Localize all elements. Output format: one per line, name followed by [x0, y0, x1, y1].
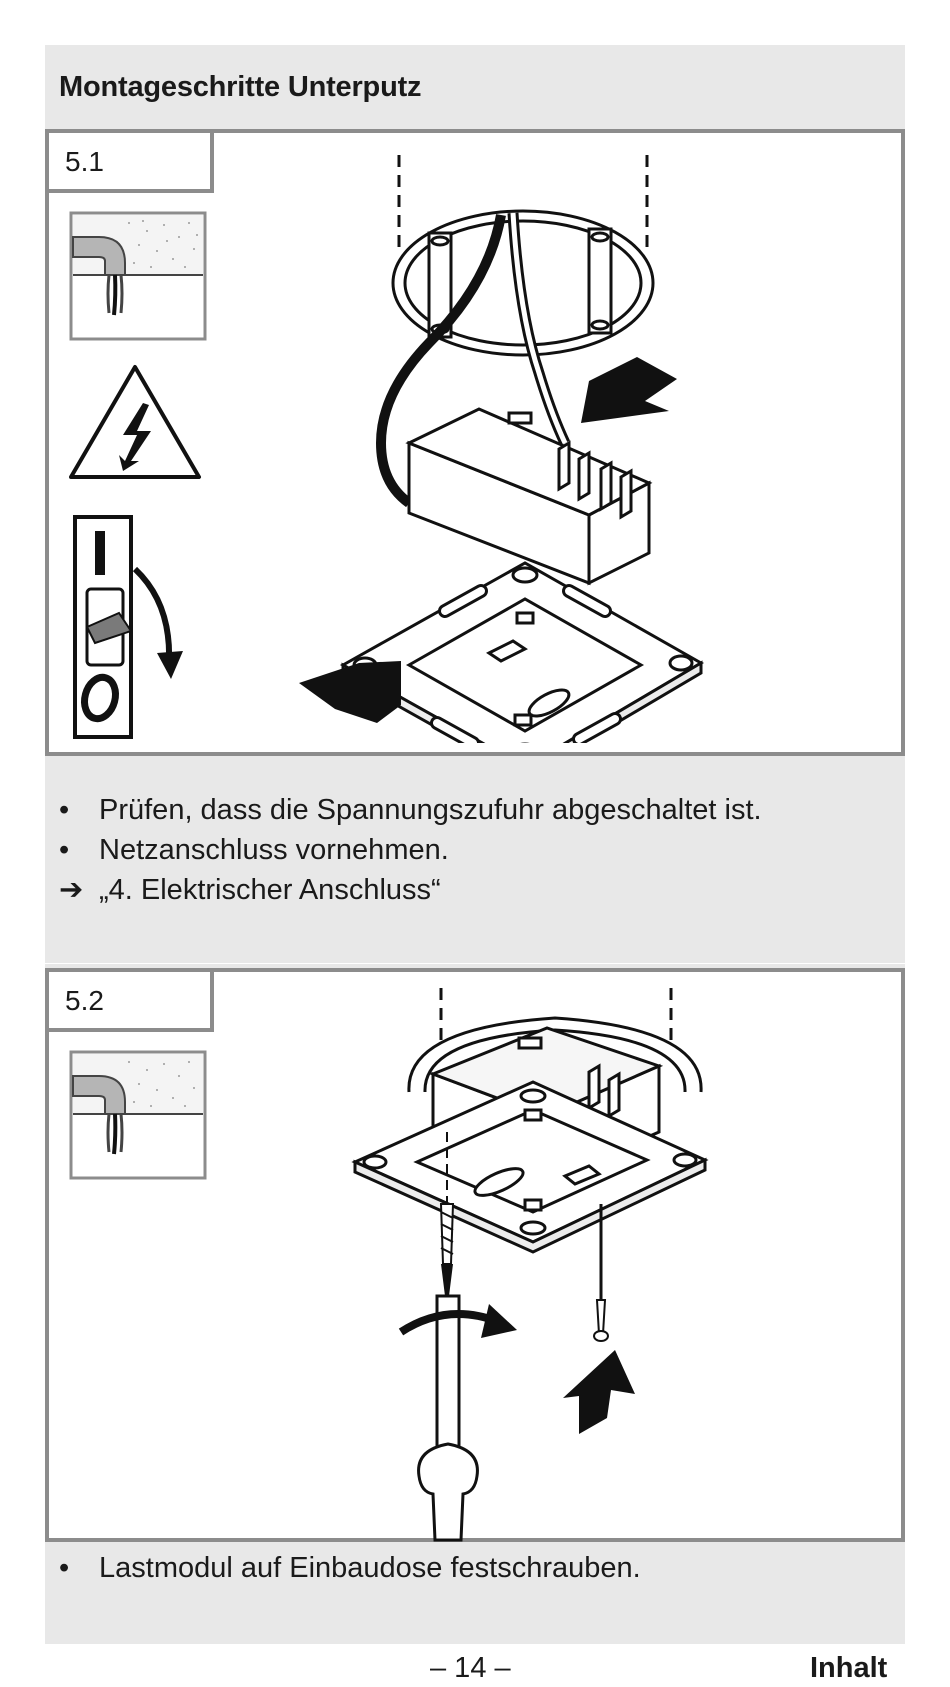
arrow-right-icon: ➔ [59, 874, 84, 906]
list-item: • Lastmodul auf Einbaudose festschrauben. [59, 1548, 641, 1588]
step-5-1-figure: 5.1 [45, 129, 905, 756]
list-item: • Prüfen, dass die Spannungszufuhr abgesc… [59, 790, 762, 830]
bullet-marker: • [59, 834, 70, 866]
cable-wall-icon [69, 211, 207, 341]
cross-reference-item: ➔ „4. Elektrischer Anschluss“ [59, 870, 762, 910]
instruction-text: Netzanschluss vornehmen. [99, 834, 449, 866]
cross-reference-link[interactable]: „4. Elektrischer Anschluss“ [99, 874, 441, 906]
step-5-2-panel: 5.2 [45, 964, 905, 1644]
step-5-1-instructions: • Prüfen, dass die Spannungszufuhr abgesc… [59, 790, 762, 910]
instruction-text: Lastmodul auf Einbaudose festschrauben. [99, 1552, 641, 1584]
section-title: Montageschritte Unterputz [59, 71, 422, 103]
contents-link[interactable]: Inhalt [810, 1652, 888, 1684]
bullet-marker: • [59, 794, 70, 826]
step-number: 5.1 [49, 133, 214, 193]
high-voltage-warning-icon [69, 365, 201, 479]
step-5-2-instructions: • Lastmodul auf Einbaudose festschrauben. [59, 1548, 641, 1588]
mounting-illustration-screwing [351, 988, 709, 1542]
step-number: 5.2 [49, 972, 214, 1032]
circuit-breaker-switch-icon [73, 515, 183, 739]
page-number: – 14 – [430, 1652, 511, 1684]
cable-wall-icon [69, 1050, 207, 1180]
step-5-2-figure: 5.2 [45, 968, 905, 1542]
step-5-1-panel: Montageschritte Unterputz 5.1 [45, 45, 905, 963]
instruction-text: Prüfen, dass die Spannungszufuhr abgesch… [99, 794, 762, 826]
bullet-marker: • [59, 1552, 70, 1584]
mounting-illustration-wiring [299, 155, 704, 743]
list-item: • Netzanschluss vornehmen. [59, 830, 762, 870]
